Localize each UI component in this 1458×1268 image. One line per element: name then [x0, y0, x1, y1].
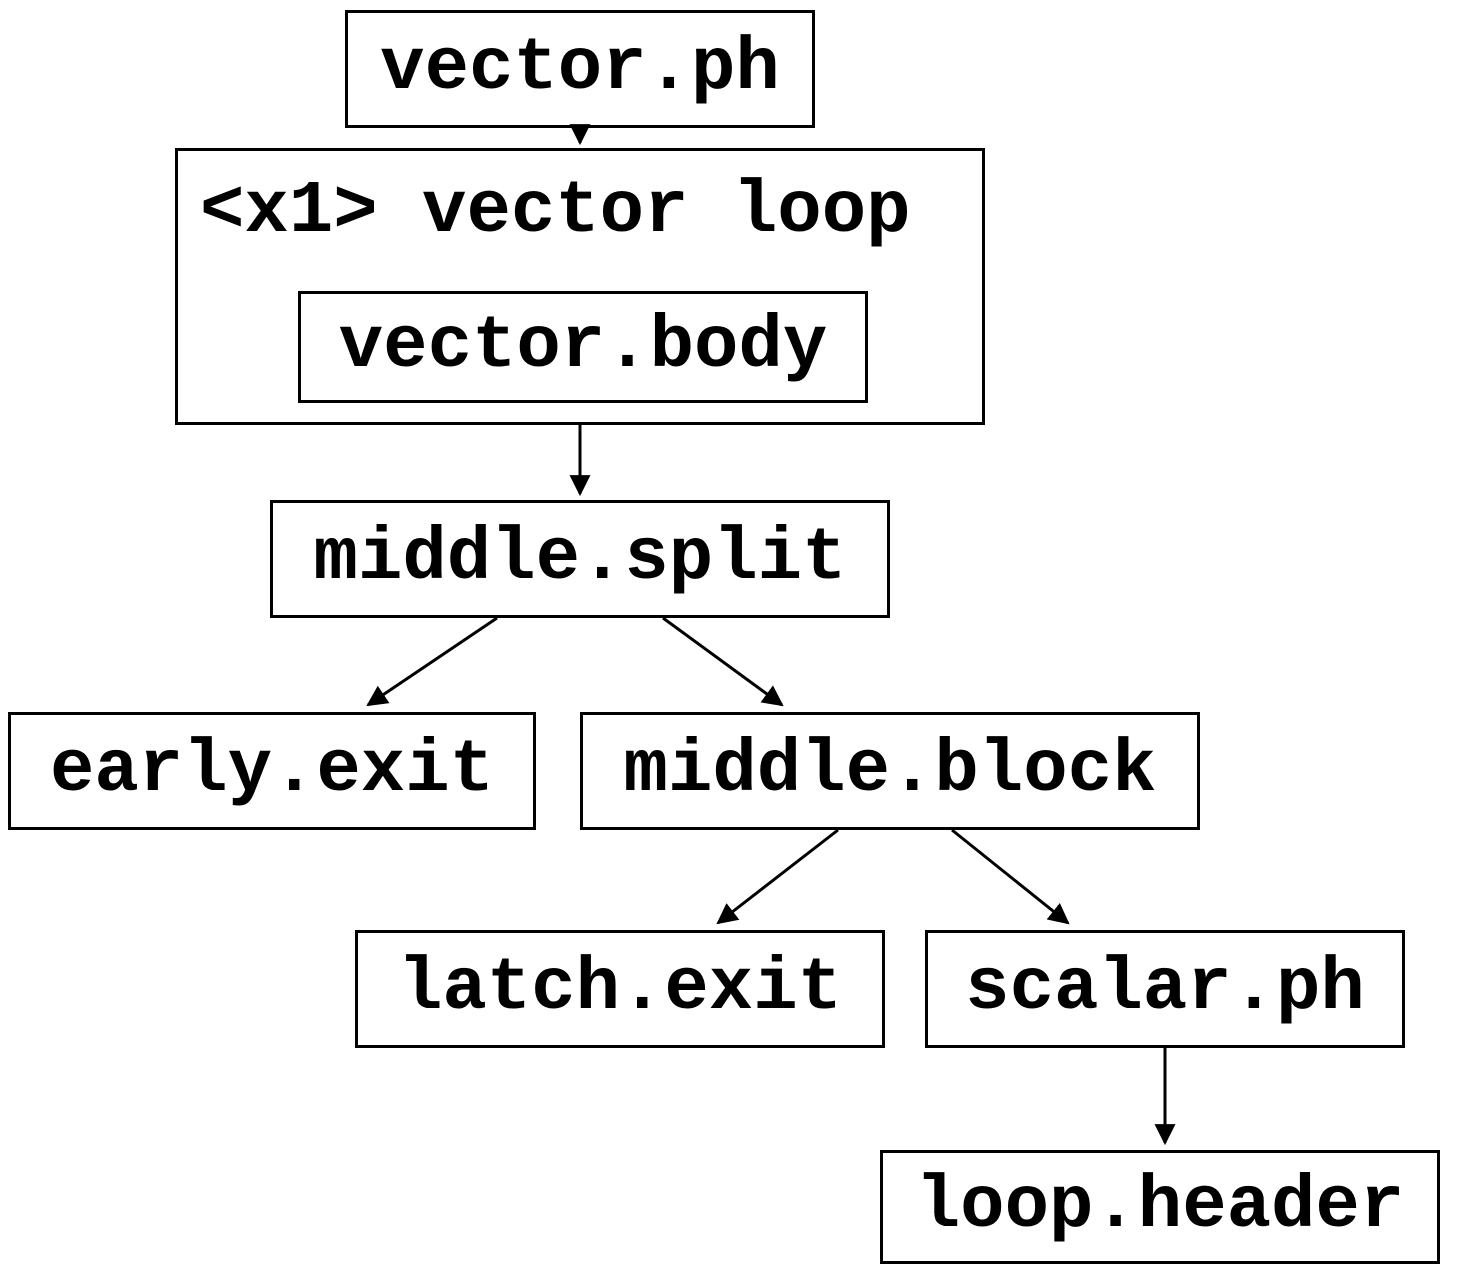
node-vector-body-label: vector.body — [338, 305, 828, 389]
node-vector-ph: vector.ph — [345, 10, 815, 128]
edge-middle-split-to-middle-block — [662, 616, 784, 707]
node-middle-split-label: middle.split — [313, 517, 847, 601]
node-early-exit-label: early.exit — [49, 729, 495, 813]
edge-middle-split-to-early-exit — [366, 616, 498, 707]
node-early-exit: early.exit — [8, 712, 536, 830]
node-loop-header: loop.header — [880, 1150, 1440, 1264]
node-latch-exit: latch.exit — [355, 930, 885, 1048]
subgraph-vector-loop-label: <x1> vector loop — [200, 170, 911, 254]
node-loop-header-label: loop.header — [915, 1165, 1405, 1249]
node-scalar-ph-label: scalar.ph — [965, 947, 1365, 1031]
node-vector-body: vector.body — [298, 291, 868, 403]
node-middle-block: middle.block — [580, 712, 1200, 830]
node-middle-split: middle.split — [270, 500, 890, 618]
node-middle-block-label: middle.block — [623, 729, 1157, 813]
node-scalar-ph: scalar.ph — [925, 930, 1405, 1048]
subgraph-vector-loop: <x1> vector loop vector.body — [175, 148, 985, 425]
edge-middle-block-to-scalar-ph — [951, 828, 1070, 925]
edge-middle-block-to-latch-exit — [716, 828, 839, 925]
node-latch-exit-label: latch.exit — [397, 947, 843, 1031]
node-vector-ph-label: vector.ph — [380, 27, 780, 111]
